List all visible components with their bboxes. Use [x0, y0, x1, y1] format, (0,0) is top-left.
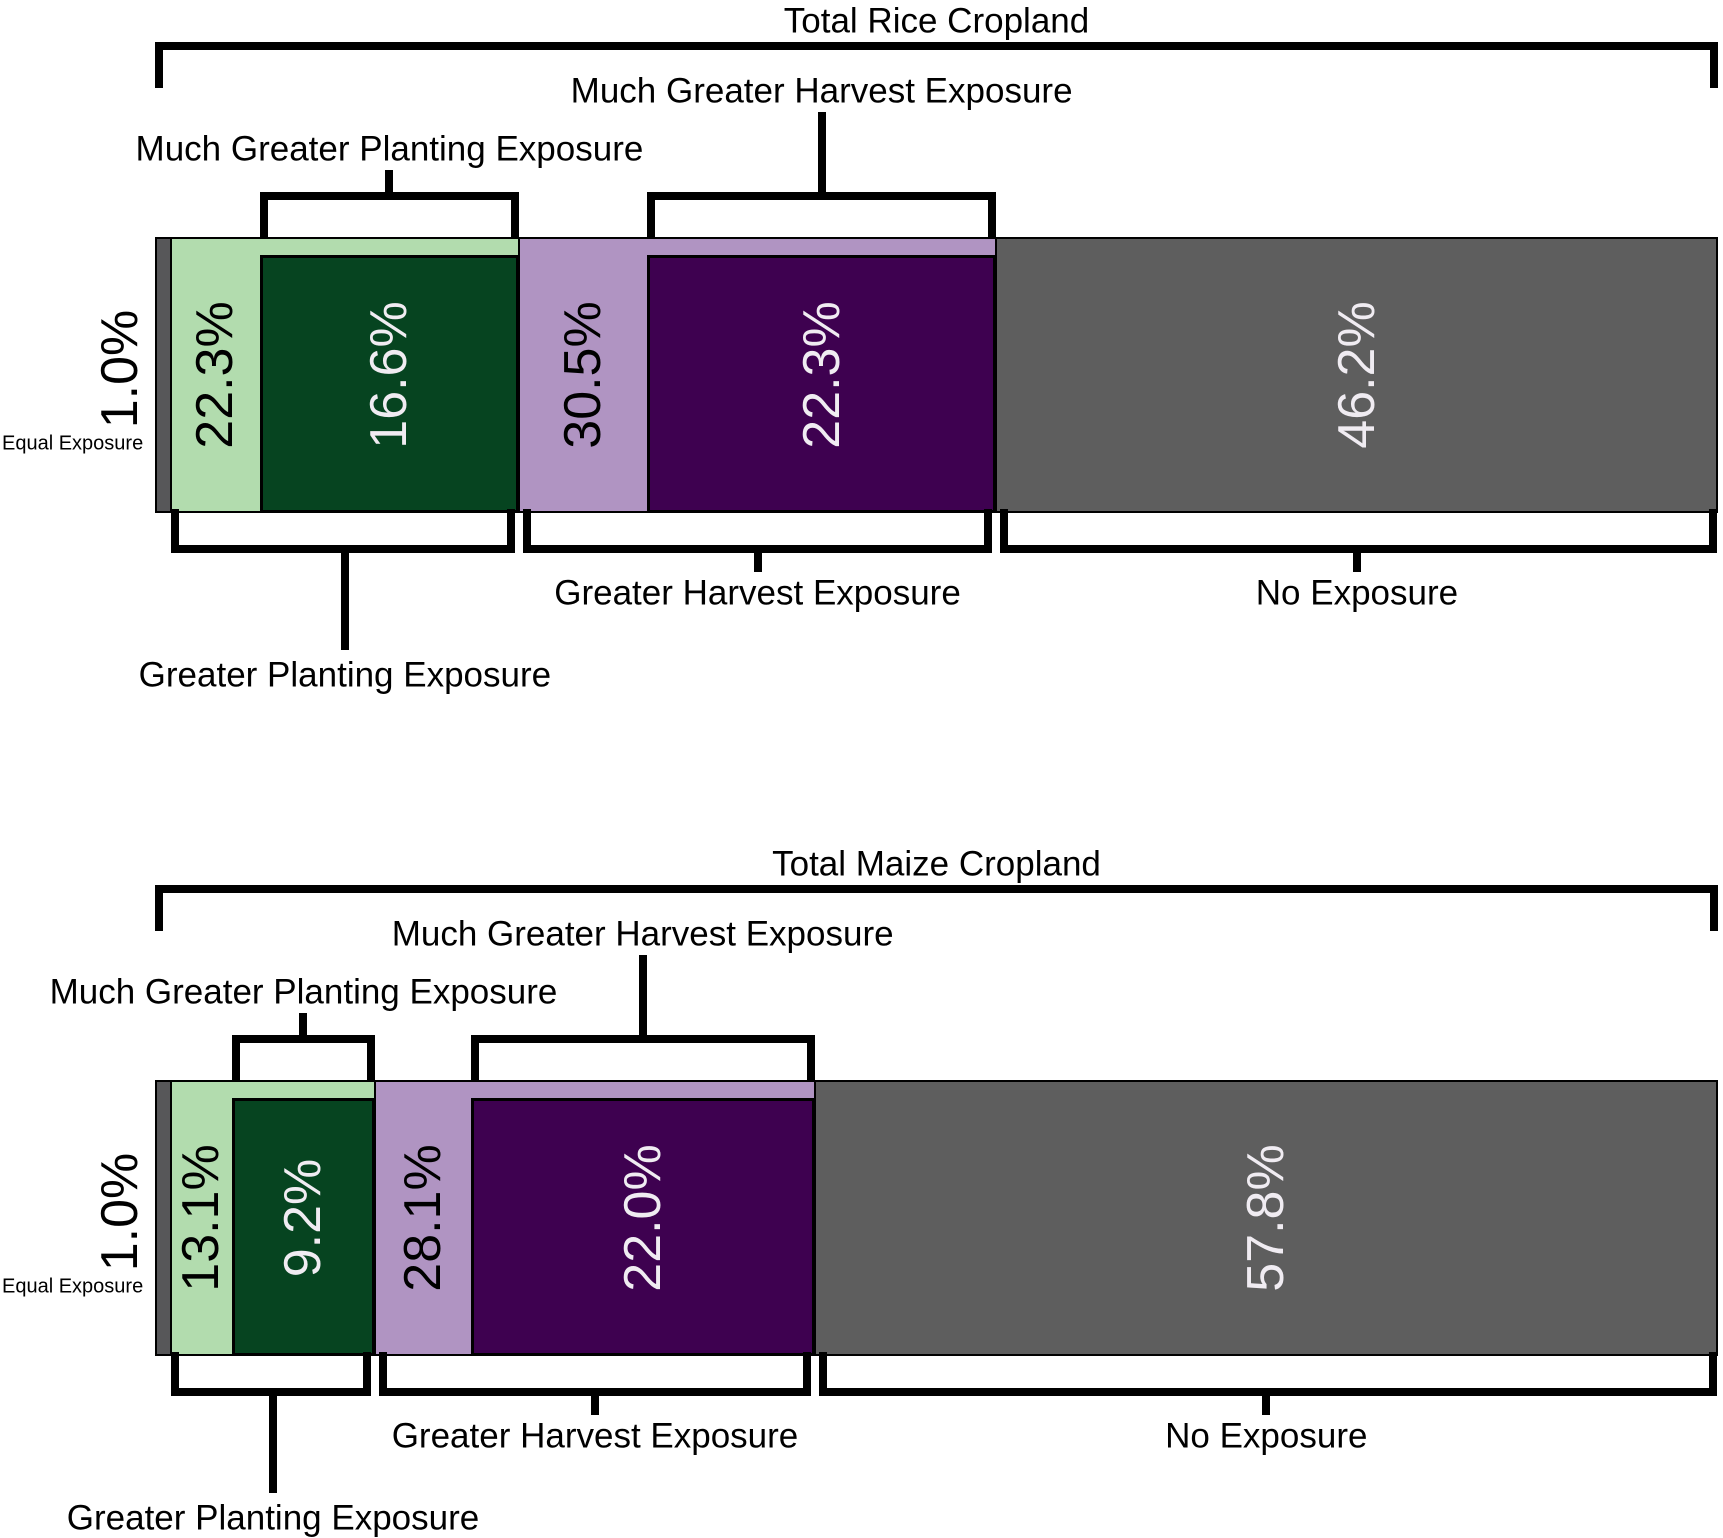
- maize-much-greater-planting-bracket-tick-left: [231, 1035, 240, 1083]
- rice-greater-harvest-label: Greater Harvest Exposure: [554, 573, 961, 613]
- rice-greater-harvest-bracket-tick-right: [983, 509, 992, 553]
- maize-segment-equal-exposure: [155, 1080, 171, 1356]
- rice-value-greater-planting: 22.3%: [186, 301, 245, 449]
- rice-greater-planting-stem: [340, 549, 349, 650]
- maize-no-exposure-stem: [1262, 1392, 1271, 1415]
- maize-much-greater-planting-stem: [299, 1013, 308, 1043]
- rice-greater-harvest-bracket-tick-left: [523, 509, 532, 553]
- rice-much-greater-harvest-stem: [817, 112, 826, 200]
- rice-value-much-greater-harvest: 22.3%: [792, 301, 851, 449]
- maize-much-greater-planting-bracket-tick-right: [367, 1035, 376, 1083]
- maize-title: Total Maize Cropland: [772, 844, 1101, 884]
- rice-value-equal-exposure: 1.0%: [91, 309, 149, 429]
- rice-much-greater-harvest-bracket-tick-right: [987, 192, 996, 240]
- maize-segment-divider-1: [374, 1080, 377, 1356]
- maize-much-greater-harvest-bracket-tick-right: [806, 1035, 815, 1083]
- rice-segment-no-exposure: [995, 237, 1718, 513]
- rice-no-exposure-label: No Exposure: [1255, 573, 1459, 613]
- maize-greater-planting-stem: [269, 1392, 277, 1493]
- maize-much-greater-harvest-label: Much Greater Harvest Exposure: [391, 914, 894, 954]
- maize-segment-much-greater-harvest: [470, 1098, 815, 1356]
- maize-value-much-greater-harvest: 22.0%: [613, 1144, 672, 1292]
- rice-greater-planting-bracket-tick-right: [507, 509, 516, 553]
- rice-much-greater-planting-label: Much Greater Planting Exposure: [135, 129, 644, 169]
- rice-segment-much-greater-harvest: [647, 255, 996, 513]
- maize-greater-planting-label: Greater Planting Exposure: [66, 1498, 480, 1538]
- rice-segment-equal-exposure: [155, 237, 171, 513]
- maize-equal-exposure-label: Equal Exposure: [2, 1275, 144, 1298]
- rice-no-exposure-bracket-tick-left: [999, 509, 1008, 553]
- rice-greater-planting-bracket-tick-left: [170, 509, 179, 553]
- rice-no-exposure-stem: [1352, 549, 1361, 572]
- rice-segment-much-greater-planting: [259, 255, 520, 513]
- maize-segment-divider-2: [813, 1080, 816, 1356]
- maize-value-greater-harvest: 28.1%: [394, 1144, 453, 1292]
- maize-value-no-exposure: 57.8%: [1237, 1144, 1296, 1292]
- rice-title: Total Rice Cropland: [783, 1, 1090, 41]
- maize-greater-harvest-stem: [590, 1392, 599, 1415]
- rice-no-exposure-bracket-tick-right: [1709, 509, 1717, 553]
- maize-total-bracket-tick-right: [1710, 885, 1718, 931]
- maize-bar-outline: [155, 1080, 1718, 1356]
- maize-much-greater-harvest-bracket-line: [470, 1035, 815, 1043]
- maize-value-much-greater-planting: 9.2%: [274, 1158, 333, 1278]
- rice-total-bracket-tick-left: [155, 42, 163, 88]
- maize-segment-divider-0: [169, 1080, 172, 1356]
- maize-greater-harvest-label: Greater Harvest Exposure: [391, 1416, 799, 1456]
- maize-no-exposure-bracket-tick-left: [818, 1352, 827, 1396]
- rice-much-greater-harvest-label: Much Greater Harvest Exposure: [570, 71, 1073, 111]
- maize-much-greater-harvest-stem: [638, 955, 647, 1043]
- maize-greater-harvest-bracket-tick-left: [379, 1352, 388, 1396]
- maize-total-bracket-tick-left: [155, 885, 163, 931]
- rice-much-greater-planting-bracket-tick-right: [511, 192, 520, 240]
- maize-value-greater-planting: 13.1%: [172, 1144, 231, 1292]
- rice-segment-divider-1: [518, 237, 521, 513]
- maize-greater-planting-bracket-tick-left: [170, 1352, 179, 1396]
- rice-greater-harvest-stem: [753, 549, 762, 572]
- maize-no-exposure-bracket-tick-right: [1709, 1352, 1717, 1396]
- maize-much-greater-planting-label: Much Greater Planting Exposure: [49, 972, 558, 1012]
- maize-greater-planting-bracket-tick-right: [363, 1352, 372, 1396]
- rice-much-greater-harvest-bracket-line: [647, 192, 996, 200]
- rice-value-greater-harvest: 30.5%: [554, 301, 613, 449]
- rice-much-greater-harvest-bracket-tick-left: [647, 192, 656, 240]
- maize-total-bracket-line: [155, 885, 1718, 893]
- rice-value-much-greater-planting: 16.6%: [360, 301, 419, 449]
- maize-greater-harvest-bracket-tick-right: [802, 1352, 811, 1396]
- rice-equal-exposure-label: Equal Exposure: [2, 432, 144, 455]
- rice-much-greater-planting-stem: [385, 170, 394, 200]
- rice-total-bracket-line: [155, 42, 1718, 50]
- maize-much-greater-planting-bracket-line: [231, 1035, 376, 1043]
- maize-segment-no-exposure: [814, 1080, 1718, 1356]
- rice-much-greater-planting-bracket-line: [259, 192, 520, 200]
- rice-greater-planting-label: Greater Planting Exposure: [138, 655, 552, 695]
- maize-no-exposure-label: No Exposure: [1165, 1416, 1368, 1456]
- maize-much-greater-harvest-bracket-tick-left: [470, 1035, 479, 1083]
- rice-value-no-exposure: 46.2%: [1327, 301, 1386, 449]
- rice-segment-divider-0: [169, 237, 172, 513]
- rice-much-greater-planting-bracket-tick-left: [259, 192, 268, 240]
- rice-total-bracket-tick-right: [1710, 42, 1718, 88]
- maize-value-equal-exposure: 1.0%: [91, 1152, 149, 1272]
- rice-segment-divider-2: [994, 237, 997, 513]
- rice-bar-outline: [155, 237, 1718, 513]
